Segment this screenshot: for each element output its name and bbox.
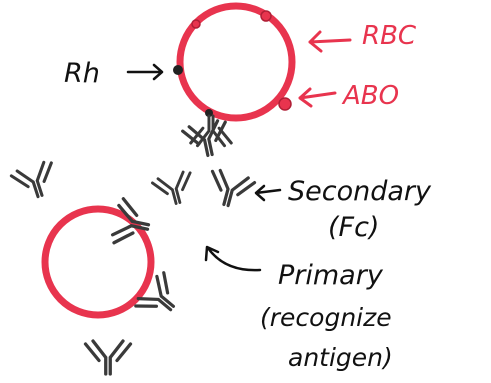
- primary-arrow: [204, 245, 262, 272]
- annotation-arrows: [126, 30, 352, 272]
- rh-antigen-bottom: [205, 109, 213, 117]
- rh-label: Rh: [64, 58, 100, 89]
- antibody-free-bottom: [83, 339, 133, 376]
- antibody-free-right: [131, 269, 188, 327]
- rh-arrow: [126, 63, 164, 81]
- abo-antigen-top: [260, 10, 272, 22]
- abo-label: ABO: [341, 81, 399, 111]
- primary-label: Primary: [278, 260, 384, 291]
- antibody-free-left: [8, 158, 62, 205]
- rbc-top-cell: [173, 2, 296, 122]
- antibody-secondary-on-primary: [150, 168, 199, 210]
- antibody-secondary: [203, 166, 257, 213]
- rbc-bottom-cell: [41, 205, 155, 319]
- rbc-bottom-circle: [41, 205, 155, 319]
- abo-arrow: [298, 87, 337, 108]
- primary-sub-label-2: antigen): [288, 343, 393, 372]
- abo-antigen-top-left: [191, 19, 201, 29]
- rbc-top-circle: [176, 2, 296, 122]
- antibody-top-cell-secondary: [180, 117, 233, 162]
- secondary-label: Secondary: [288, 176, 432, 207]
- secondary-sub-label: (Fc): [328, 212, 379, 243]
- rh-antigen: [173, 65, 183, 75]
- annotation-labels: RBC ABO Rh Secondary (Fc) Primary (recog…: [64, 21, 432, 372]
- primary-sub-label-1: (recognize: [260, 303, 392, 332]
- secondary-arrow: [254, 184, 282, 202]
- abo-antigen-right: [278, 97, 292, 111]
- rbc-arrow: [308, 30, 352, 53]
- rbc-label: RBC: [362, 21, 417, 51]
